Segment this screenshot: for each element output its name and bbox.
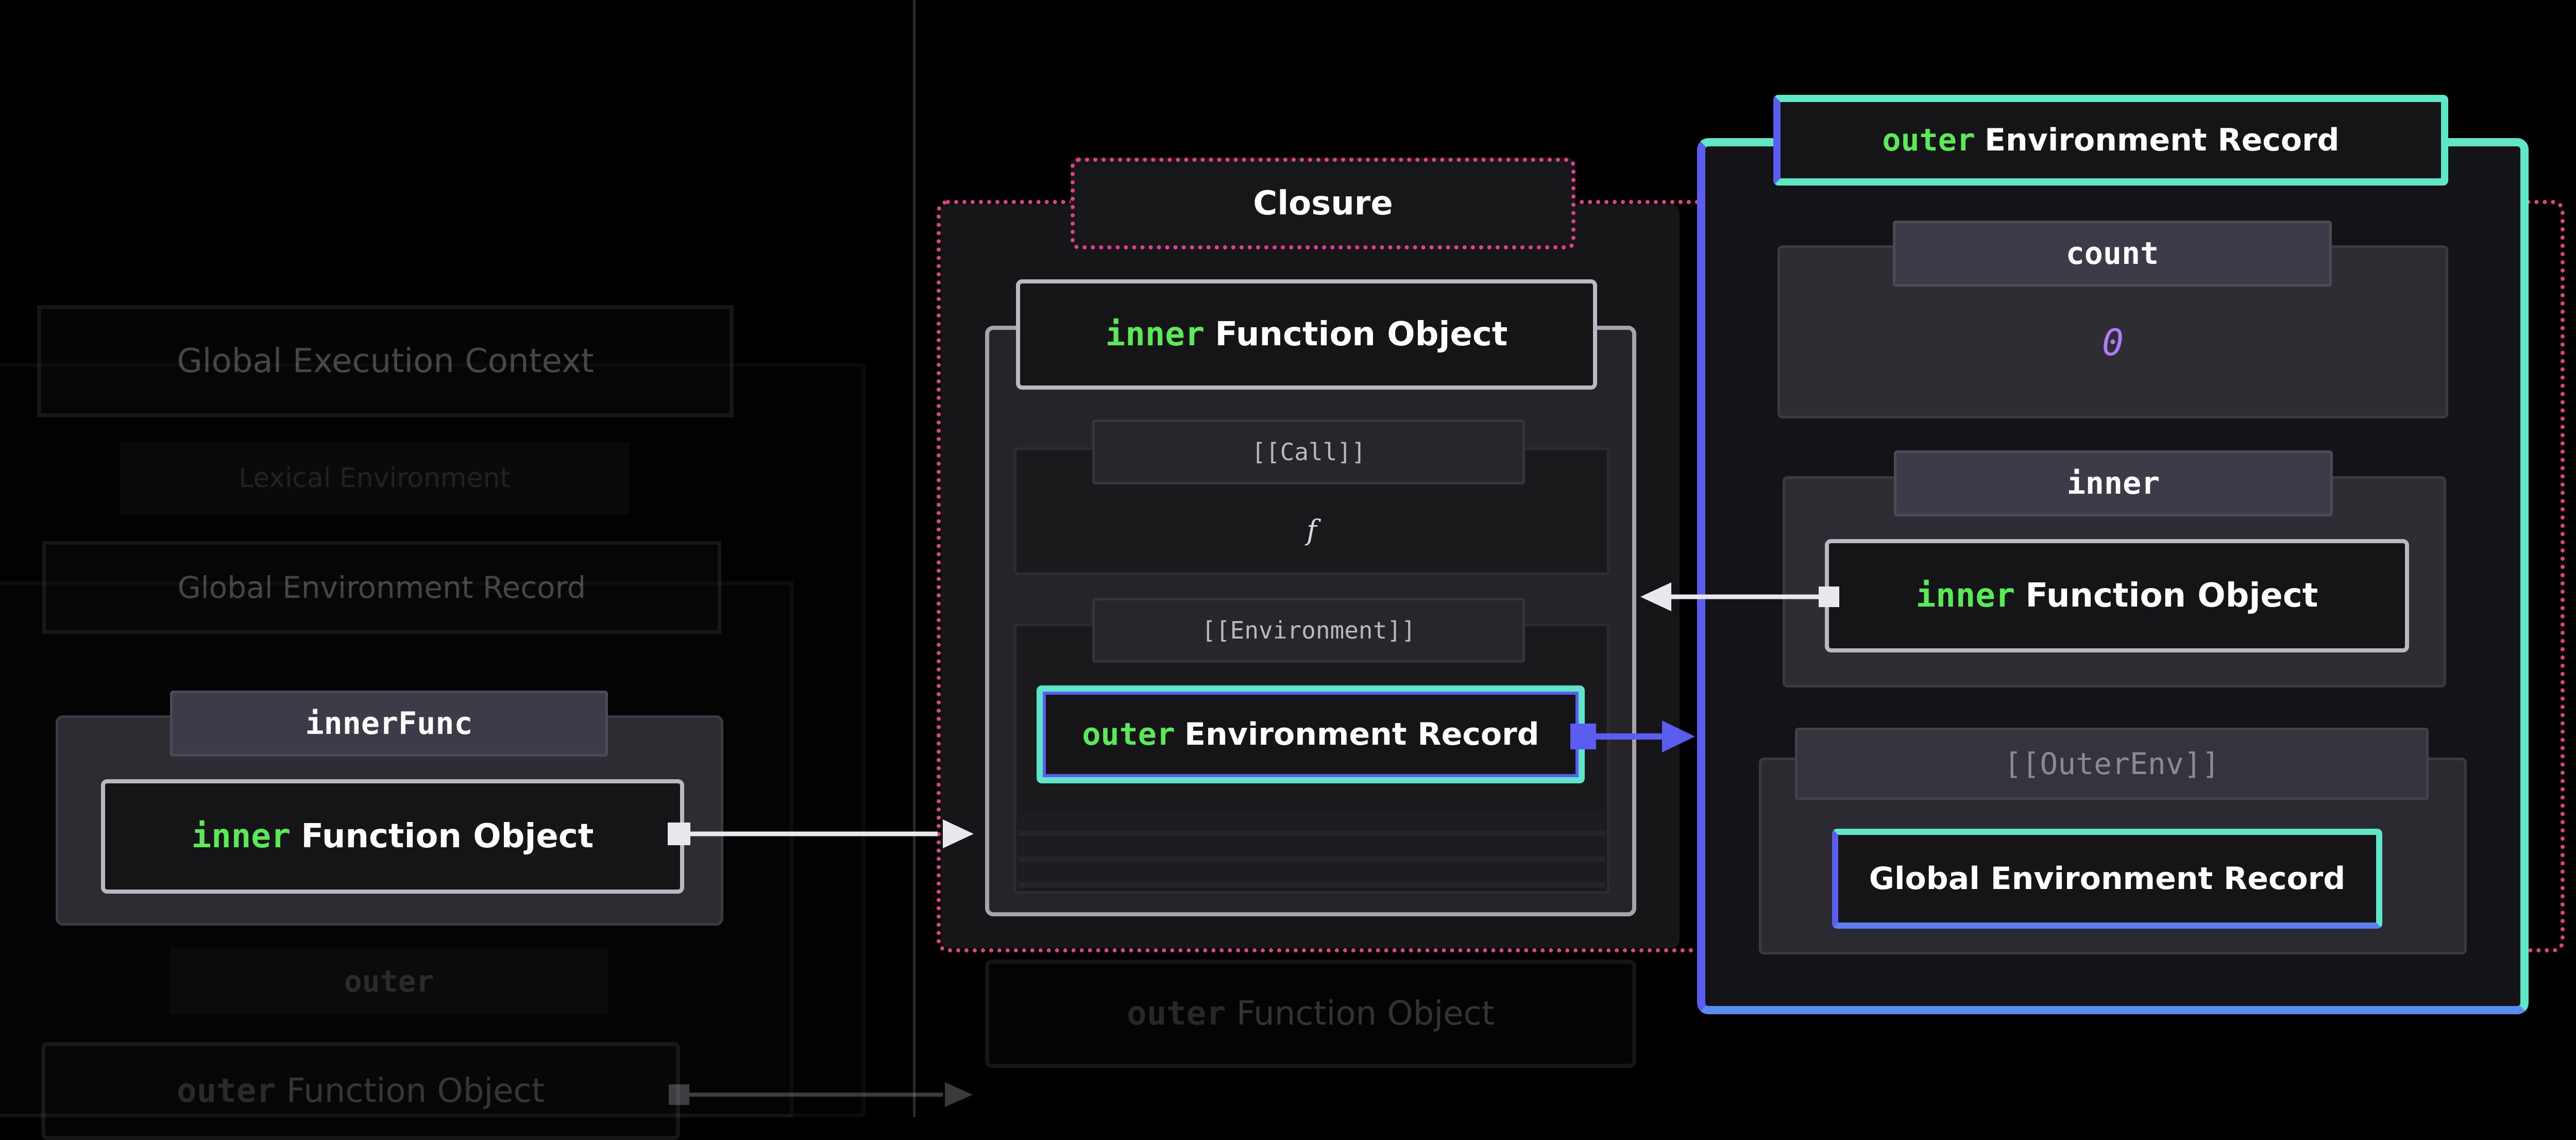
function-object-header: inner Function Object — [1016, 279, 1597, 390]
global-context-title: Global Execution Context — [37, 305, 734, 417]
global-env-record-label: Global Environment Record — [42, 541, 721, 634]
inner-func-value[interactable]: inner Function Object — [101, 779, 684, 894]
left-divider-line — [913, 0, 916, 1117]
count-slot-label: count — [1893, 221, 2332, 287]
outer-slot-label: outer — [170, 948, 608, 1014]
environment-slot-label: [[Environment]] — [1092, 598, 1525, 663]
environment-slot-value[interactable]: outer Environment Record — [1037, 685, 1585, 783]
inner-slot-label: inner — [1894, 450, 2333, 516]
ghost-outer-function-object: outer Function Object — [985, 960, 1636, 1068]
closure-label: Closure — [1071, 158, 1575, 249]
lexical-env-label: Lexical Environment — [120, 442, 630, 514]
outer-env-slot-label: [[OuterEnv]] — [1795, 728, 2429, 800]
inner-slot-value[interactable]: inner Function Object — [1825, 539, 2409, 652]
outer-env-slot-value[interactable]: Global Environment Record — [1832, 829, 2382, 929]
outer-slot-value: outer Function Object — [41, 1042, 680, 1140]
call-slot-label: [[Call]] — [1092, 420, 1525, 484]
inner-func-label: innerFunc — [170, 691, 608, 757]
global-context-title-text: Global Execution Context — [177, 342, 594, 380]
count-slot-value: 0 — [2102, 322, 2124, 364]
call-slot-value: f — [1307, 513, 1317, 546]
outer-env-record-header: outer Environment Record — [1773, 95, 2448, 186]
environment-slot-filler — [1018, 810, 1605, 887]
